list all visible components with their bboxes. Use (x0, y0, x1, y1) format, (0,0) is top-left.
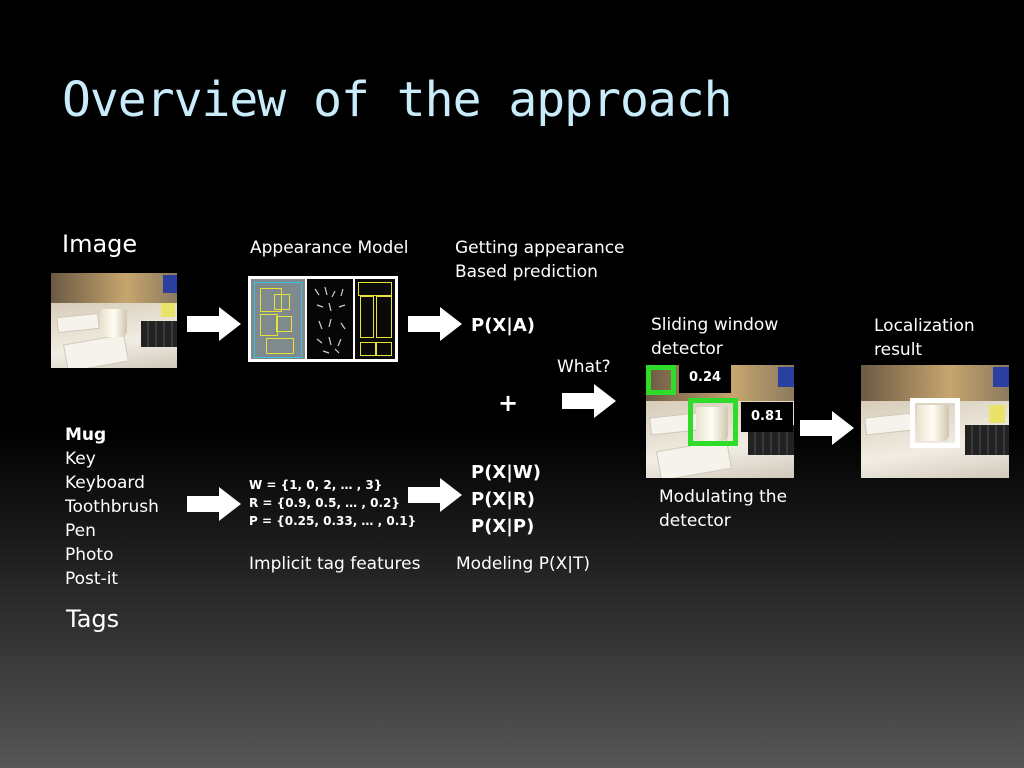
localization-box (910, 398, 960, 448)
feature-r: R = {0.9, 0.5, … , 0.2} (249, 496, 400, 510)
arrow-right-icon (408, 478, 462, 512)
detection-box-high (688, 398, 738, 446)
appearance-model-visualization (248, 276, 398, 362)
modeling-label: Modeling P(X|T) (456, 554, 591, 574)
localization-label: Localization result (874, 316, 975, 360)
image-label: Image (62, 230, 138, 258)
tag-item: Pen (65, 521, 96, 541)
result-photo (861, 365, 1009, 478)
tag-item: Mug (65, 425, 107, 445)
tag-item: Toothbrush (65, 497, 159, 517)
tag-item: Photo (65, 545, 114, 565)
tag-item: Key (65, 449, 96, 469)
sliding-window-label: Sliding window detector (651, 315, 779, 359)
feature-w: W = {1, 0, 2, … , 3} (249, 478, 383, 492)
appearance-prediction-label: Getting appearance Based prediction (455, 238, 625, 282)
p-x-a: P(X|A) (471, 315, 536, 336)
tag-probabilities: P(X|W) P(X|R) P(X|P) (471, 459, 541, 540)
score-low: 0.24 (679, 363, 732, 393)
arrow-right-icon (187, 487, 241, 521)
score-high: 0.81 (741, 402, 794, 432)
slide-title: Overview of the approach (62, 72, 733, 128)
plus-sign: + (498, 389, 519, 417)
feature-p: P = {0.25, 0.33, … , 0.1} (249, 514, 417, 528)
arrow-right-icon (562, 384, 616, 418)
arrow-right-icon (800, 411, 854, 445)
arrow-right-icon (408, 307, 462, 341)
tag-item: Keyboard (65, 473, 145, 493)
detection-box-low (646, 365, 676, 395)
modulating-label: Modulating the detector (659, 487, 788, 531)
tags-label: Tags (66, 605, 120, 633)
implicit-tag-features-label: Implicit tag features (249, 554, 421, 574)
input-photo (51, 273, 177, 368)
what-label: What? (557, 357, 611, 377)
tag-feature-list: W = {1, 0, 2, … , 3} R = {0.9, 0.5, … , … (249, 476, 416, 530)
p-x-p: P(X|P) (471, 516, 535, 537)
p-x-r: P(X|R) (471, 489, 535, 510)
tag-list: Mug Key Keyboard Toothbrush Pen Photo Po… (65, 423, 159, 591)
tag-item: Post-it (65, 569, 119, 589)
p-x-w: P(X|W) (471, 462, 541, 483)
appearance-model-label: Appearance Model (250, 238, 409, 258)
arrow-right-icon (187, 307, 241, 341)
